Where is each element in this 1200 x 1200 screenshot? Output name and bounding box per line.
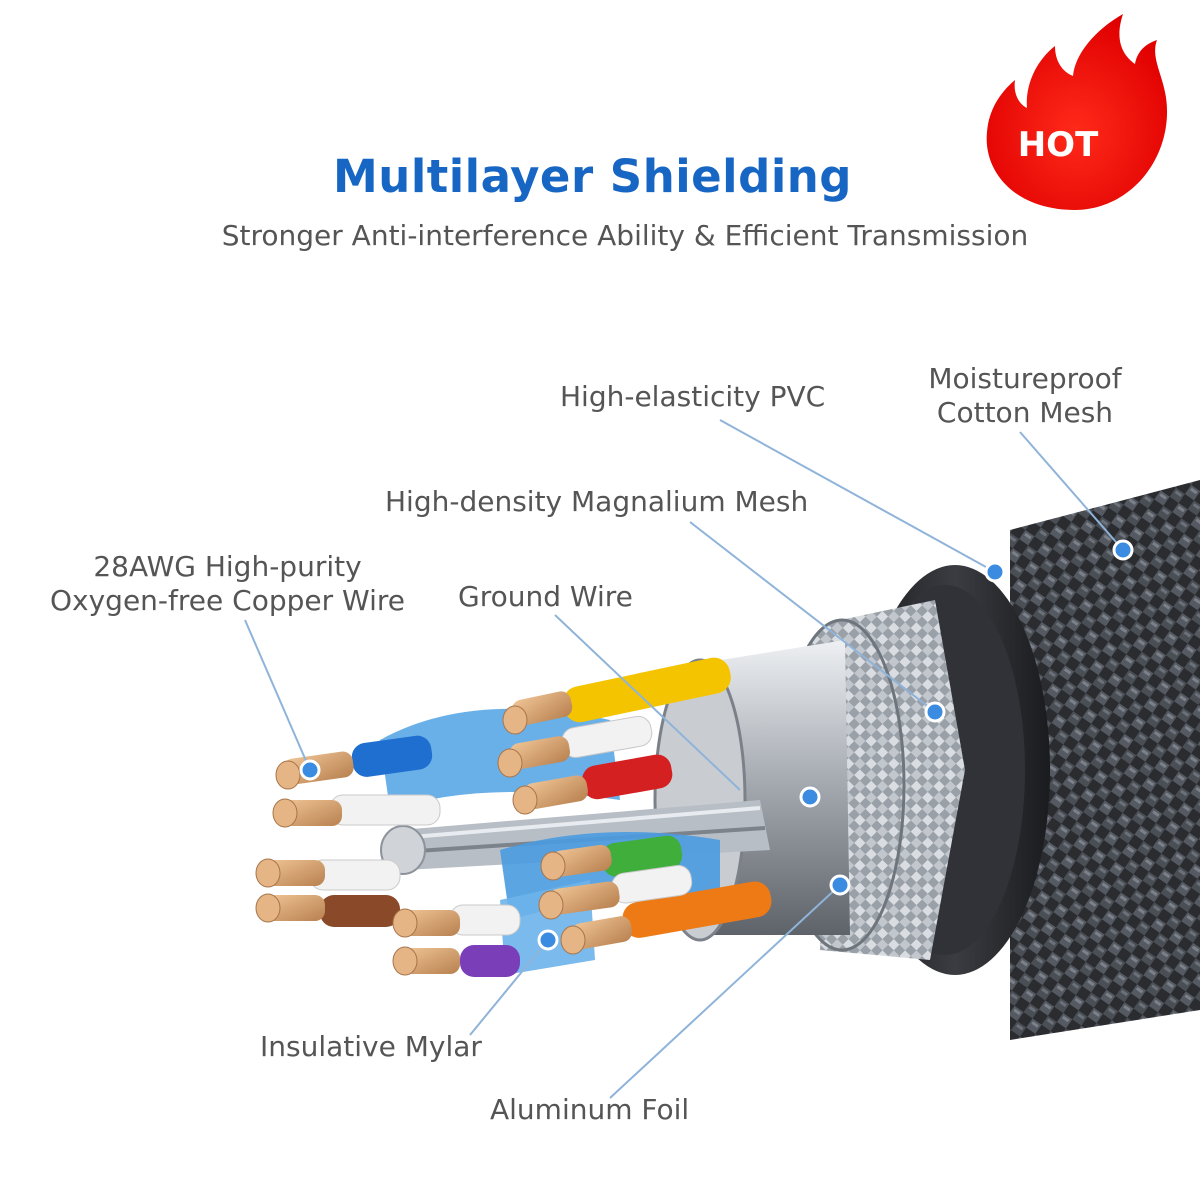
white-insulation-1 (329, 794, 441, 826)
brown-insulation (320, 895, 400, 927)
flame-icon (986, 14, 1168, 210)
orange-insulation (622, 881, 772, 938)
page-subtitle: Stronger Anti-interference Ability & Eff… (221, 219, 1029, 252)
label-cotton-line2: Cotton Mesh (936, 396, 1114, 429)
leader-magnalium (689, 521, 936, 713)
blue-insulation (351, 735, 433, 777)
purple-insulation (460, 945, 520, 977)
yellow-insulation (562, 657, 731, 723)
label-magnalium: High-density Magnalium Mesh (385, 485, 809, 518)
copper-conductors (255, 691, 633, 976)
label-ground-wire: Ground Wire (458, 580, 633, 613)
green-insulation (601, 835, 683, 877)
leader-ground (554, 614, 741, 791)
leader-copper (244, 619, 311, 771)
leader-foil (609, 884, 841, 1099)
wire-pairs (309, 657, 772, 977)
page-title: Multilayer Shielding (333, 150, 852, 203)
leader-mylar (469, 939, 549, 1036)
label-pvc: High-elasticity PVC (560, 380, 826, 413)
label-foil: Aluminum Foil (490, 1093, 690, 1126)
label-copper-line1: 28AWG High-purity (93, 550, 362, 583)
label-copper-wire: 28AWG High-purity Oxygen-free Copper Wir… (30, 550, 425, 618)
leader-lines (244, 419, 1124, 1099)
callout-dots (299, 539, 1134, 951)
leader-pvc (719, 419, 996, 573)
label-cotton-line1: Moistureproof (928, 362, 1122, 395)
leader-cotton (1019, 431, 1124, 551)
hot-badge-text: HOT (1017, 125, 1099, 165)
label-cotton-mesh: Moistureproof Cotton Mesh (905, 362, 1145, 430)
red-insulation (582, 754, 673, 800)
label-mylar: Insulative Mylar (260, 1030, 482, 1063)
hot-flame-badge (986, 14, 1168, 210)
label-copper-line2: Oxygen-free Copper Wire (50, 584, 405, 617)
white-insulation-5 (449, 904, 521, 936)
